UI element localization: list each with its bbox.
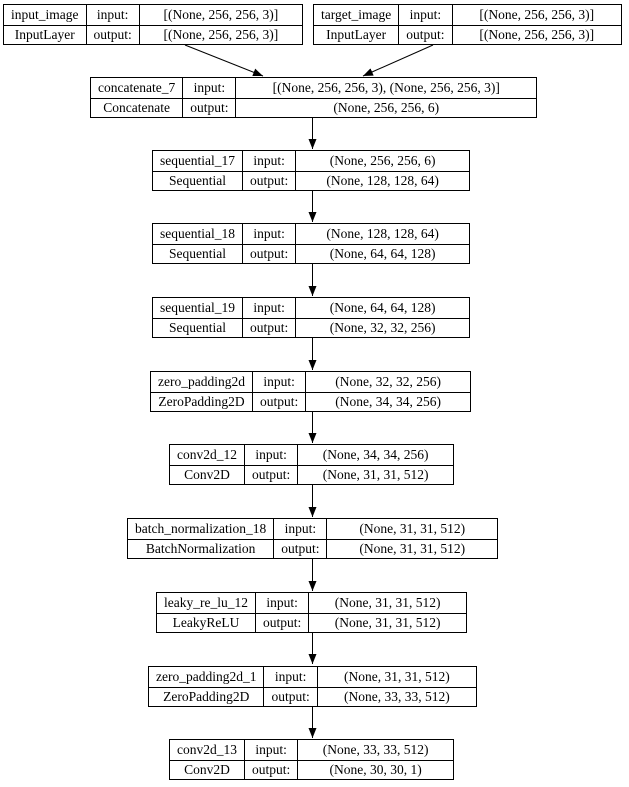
input-shape: (None, 31, 31, 512)	[316, 667, 476, 687]
input-label: input:	[244, 445, 297, 465]
output-label: output:	[182, 97, 236, 117]
output-label: output:	[273, 538, 327, 558]
layer-type: LeakyReLU	[157, 612, 255, 633]
input-label: input:	[273, 519, 326, 539]
layer-node-target-image: target_image input: [(None, 256, 256, 3)…	[313, 4, 622, 45]
output-shape: (None, 31, 31, 512)	[297, 464, 453, 484]
output-shape: (None, 128, 128, 64)	[295, 170, 469, 190]
input-shape: (None, 128, 128, 64)	[295, 224, 469, 244]
output-shape: (None, 31, 31, 512)	[326, 538, 497, 558]
output-label: output:	[263, 686, 317, 706]
layer-name: target_image	[321, 6, 392, 22]
layer-type: Sequential	[153, 243, 242, 264]
output-shape: (None, 30, 30, 1)	[297, 759, 453, 779]
output-label: output:	[85, 24, 139, 44]
input-shape: [(None, 256, 256, 3)]	[451, 5, 622, 25]
layer-type: Conv2D	[170, 464, 244, 485]
output-label: output:	[241, 317, 296, 337]
layer-node-conv2d-13: conv2d_13 input: (None, 33, 33, 512) Con…	[169, 739, 454, 780]
layer-node-sequential-19: sequential_19 input: (None, 64, 64, 128)…	[152, 297, 470, 338]
output-label: output:	[254, 612, 309, 632]
output-label: output:	[241, 243, 296, 263]
layer-type: Conv2D	[170, 759, 244, 780]
layer-name: conv2d_13	[177, 741, 237, 757]
input-shape: (None, 64, 64, 128)	[295, 298, 469, 318]
layer-type: BatchNormalization	[128, 538, 274, 559]
edge-target_image-concatenate_7	[362, 44, 434, 77]
input-label: input:	[263, 667, 316, 687]
input-shape: (None, 256, 256, 6)	[295, 151, 469, 171]
layer-name: zero_padding2d_1	[156, 668, 257, 684]
layer-node-leaky-re-lu-12: leaky_re_lu_12 input: (None, 31, 31, 512…	[156, 592, 467, 633]
input-label: input:	[241, 224, 295, 244]
output-shape: (None, 33, 33, 512)	[316, 686, 476, 706]
layer-name: conv2d_12	[177, 446, 237, 462]
layer-node-input-image: input_image input: [(None, 256, 256, 3)]…	[3, 4, 303, 45]
layer-name: input_image	[11, 6, 79, 22]
layer-type: ZeroPadding2D	[151, 391, 252, 412]
input-shape: [(None, 256, 256, 3)]	[138, 5, 302, 25]
layer-node-sequential-18: sequential_18 input: (None, 128, 128, 64…	[152, 223, 470, 264]
input-label: input:	[251, 372, 305, 392]
input-label: input:	[182, 78, 235, 98]
layer-name: concatenate_7	[98, 79, 176, 95]
input-shape: (None, 34, 34, 256)	[297, 445, 453, 465]
input-label: input:	[254, 593, 308, 613]
layer-node-zero-padding2d: zero_padding2d input: (None, 32, 32, 256…	[150, 371, 471, 412]
layer-name: sequential_18	[160, 225, 235, 241]
output-label: output:	[241, 170, 296, 190]
output-shape: (None, 32, 32, 256)	[295, 317, 469, 337]
layer-name: batch_normalization_18	[135, 520, 267, 536]
layer-node-conv2d-12: conv2d_12 input: (None, 34, 34, 256) Con…	[169, 444, 454, 485]
input-label: input:	[85, 5, 139, 25]
layer-type: Sequential	[153, 170, 242, 191]
layer-type: ZeroPadding2D	[149, 686, 264, 707]
input-label: input:	[244, 740, 297, 760]
output-shape: [(None, 256, 256, 3)]	[451, 24, 621, 44]
layer-type: InputLayer	[314, 24, 399, 45]
input-shape: (None, 32, 32, 256)	[305, 372, 470, 392]
layer-name: sequential_19	[160, 299, 235, 315]
layer-node-concatenate-7: concatenate_7 input: [(None, 256, 256, 3…	[90, 77, 537, 118]
output-label: output:	[244, 759, 298, 779]
layer-type: Sequential	[153, 317, 242, 338]
output-shape: (None, 256, 256, 6)	[235, 97, 536, 117]
layer-node-sequential-17: sequential_17 input: (None, 256, 256, 6)…	[152, 150, 470, 191]
edge-input_image-concatenate_7	[184, 44, 264, 77]
input-shape: (None, 33, 33, 512)	[297, 740, 453, 760]
output-label: output:	[398, 24, 452, 44]
output-label: output:	[244, 464, 298, 484]
output-shape: (None, 31, 31, 512)	[308, 612, 466, 632]
layer-name: leaky_re_lu_12	[164, 594, 248, 610]
input-label: input:	[241, 151, 295, 171]
output-label: output:	[251, 391, 306, 411]
input-shape: (None, 31, 31, 512)	[308, 593, 466, 613]
layer-node-batch-normalization-18: batch_normalization_18 input: (None, 31,…	[127, 518, 498, 559]
layer-type: Concatenate	[91, 97, 183, 118]
input-label: input:	[241, 298, 295, 318]
input-shape: (None, 31, 31, 512)	[326, 519, 497, 539]
output-shape: (None, 34, 34, 256)	[305, 391, 470, 411]
layer-name: sequential_17	[160, 152, 235, 168]
output-shape: [(None, 256, 256, 3)]	[138, 24, 302, 44]
input-label: input:	[398, 5, 451, 25]
input-shape: [(None, 256, 256, 3), (None, 256, 256, 3…	[235, 78, 536, 98]
layer-node-zero-padding2d-1: zero_padding2d_1 input: (None, 31, 31, 5…	[148, 666, 477, 707]
output-shape: (None, 64, 64, 128)	[295, 243, 469, 263]
layer-type: InputLayer	[4, 24, 86, 45]
layer-name: zero_padding2d	[158, 373, 245, 389]
